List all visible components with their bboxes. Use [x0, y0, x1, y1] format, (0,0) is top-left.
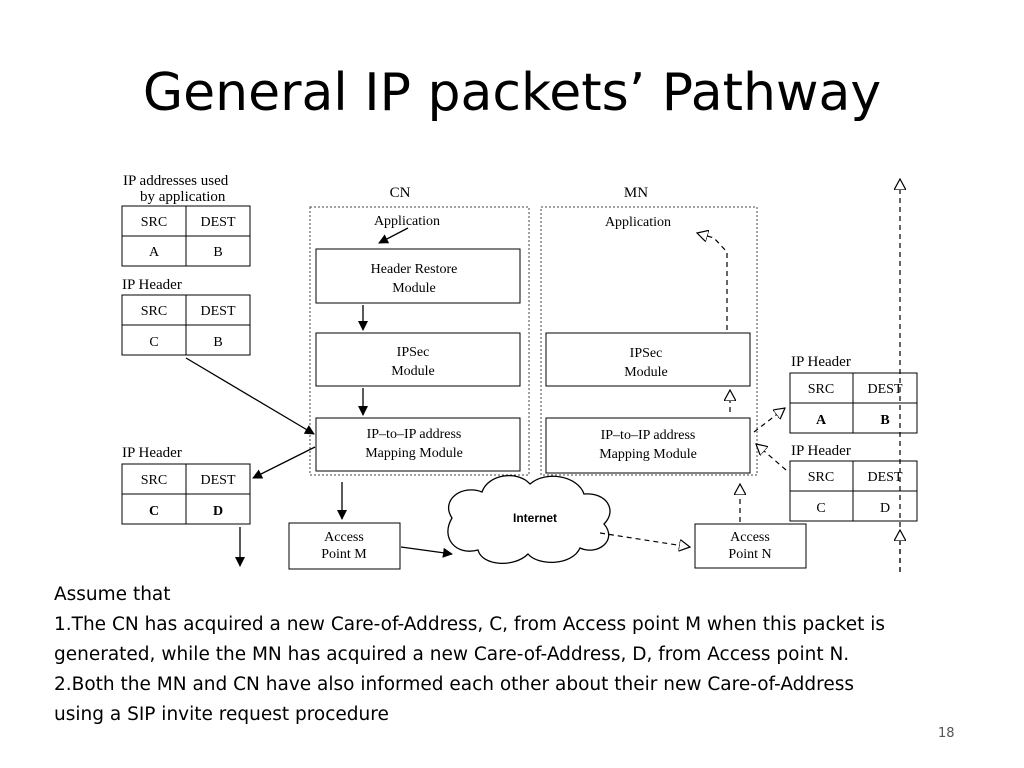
ip-table-header-cn-out: SRC DEST C B: [121, 294, 251, 356]
cn-application: Application: [374, 214, 440, 229]
mn-ipsec-module: IPSec Module: [545, 332, 751, 387]
access-point-n: Access Point N: [694, 523, 807, 569]
table3-title: IP Header: [122, 445, 182, 461]
cn-mapping-line1: IP–to–IP address: [367, 427, 462, 442]
mn-ipsec-line2: Module: [624, 365, 668, 380]
table1-src-value: A: [149, 245, 160, 260]
table2-title: IP Header: [122, 277, 182, 293]
table3-src-header: SRC: [141, 473, 167, 488]
notes-line4: using a SIP invite request procedure: [54, 704, 389, 725]
access-point-m: Access Point M: [288, 522, 401, 570]
arrow-access-m-to-internet: [400, 546, 453, 558]
arrow-internet-to-access-n: [599, 532, 690, 547]
header-restore-line2: Module: [392, 281, 436, 296]
table3-src-value: C: [149, 504, 159, 519]
cn-mapping-line2: Mapping Module: [365, 446, 463, 461]
internet-cloud: Internet: [447, 474, 611, 565]
mn-mapping-line1: IP–to–IP address: [601, 428, 696, 443]
mn-host-frame: [540, 206, 758, 476]
arrow-app-to-restore: [378, 227, 409, 244]
table1-dest-value: B: [213, 245, 222, 260]
cn-label: CN: [390, 185, 411, 201]
ip-table-header-mn-in: SRC DEST C D: [789, 460, 918, 522]
table4-title: IP Header: [791, 354, 851, 370]
header-restore-line1: Header Restore: [371, 262, 458, 277]
mn-mapping-module: IP–to–IP address Mapping Module: [545, 417, 751, 474]
arrow-mapping-to-header: [252, 446, 316, 479]
table2-dest-header: DEST: [201, 304, 236, 319]
arrow-header-cd-to-mapping: [756, 444, 787, 471]
table2-src-value: C: [149, 335, 158, 350]
cn-mapping-module: IP–to–IP address Mapping Module: [315, 417, 521, 472]
mn-ipsec-line1: IPSec: [630, 346, 663, 361]
page-number: 18: [938, 726, 955, 741]
notes-line2: generated, while the MN has acquired a n…: [54, 644, 850, 665]
mn-mapping-line2: Mapping Module: [599, 447, 697, 462]
cn-ipsec-line1: IPSec: [397, 345, 430, 360]
ip-table-header-cn-mapped: SRC DEST C D: [121, 463, 251, 525]
access-m-line1: Access: [324, 530, 364, 545]
slide-title: General IP packets’ Pathway: [142, 63, 882, 123]
ip-table-header-mn-restored: SRC DEST A B: [789, 372, 918, 434]
access-m-line2: Point M: [321, 547, 367, 562]
arrow-ipsec-to-application: [697, 233, 728, 330]
table1-src-header: SRC: [141, 215, 167, 230]
table3-dest-value: D: [213, 504, 223, 519]
notes-intro: Assume that: [54, 584, 171, 605]
table1-dest-header: DEST: [201, 215, 236, 230]
arrow-header-to-mapping: [185, 357, 315, 435]
cn-host-frame: [309, 206, 530, 476]
mn-label: MN: [624, 185, 648, 201]
table2-dest-value: B: [213, 335, 222, 350]
table5-src-header: SRC: [808, 470, 834, 485]
header-restore-module: Header Restore Module: [315, 248, 521, 304]
table3-dest-header: DEST: [201, 473, 236, 488]
access-n-line1: Access: [730, 530, 770, 545]
cn-ipsec-line2: Module: [391, 364, 435, 379]
table5-dest-header: DEST: [868, 470, 903, 485]
access-n-line2: Point N: [728, 547, 771, 562]
table4-dest-value: B: [880, 413, 889, 428]
app-address-label-line2: by application: [140, 189, 226, 205]
arrow-mapping-to-header-ab: [753, 408, 785, 433]
app-address-label-line1: IP addresses used: [123, 173, 229, 189]
table4-src-value: A: [816, 413, 827, 428]
assumptions-text: Assume that 1.The CN has acquired a new …: [54, 580, 994, 730]
notes-line1: 1.The CN has acquired a new Care-of-Addr…: [54, 614, 886, 635]
internet-label: Internet: [513, 511, 557, 525]
table2-src-header: SRC: [141, 304, 167, 319]
table4-dest-header: DEST: [868, 382, 903, 397]
table5-src-value: C: [816, 501, 825, 516]
table5-title: IP Header: [791, 443, 851, 459]
table5-dest-value: D: [880, 501, 890, 516]
mn-application: Application: [605, 215, 671, 230]
cn-ipsec-module: IPSec Module: [315, 332, 521, 387]
table4-src-header: SRC: [808, 382, 834, 397]
ip-table-app: SRC DEST A B: [121, 205, 251, 267]
notes-line3: 2.Both the MN and CN have also informed …: [54, 674, 854, 695]
